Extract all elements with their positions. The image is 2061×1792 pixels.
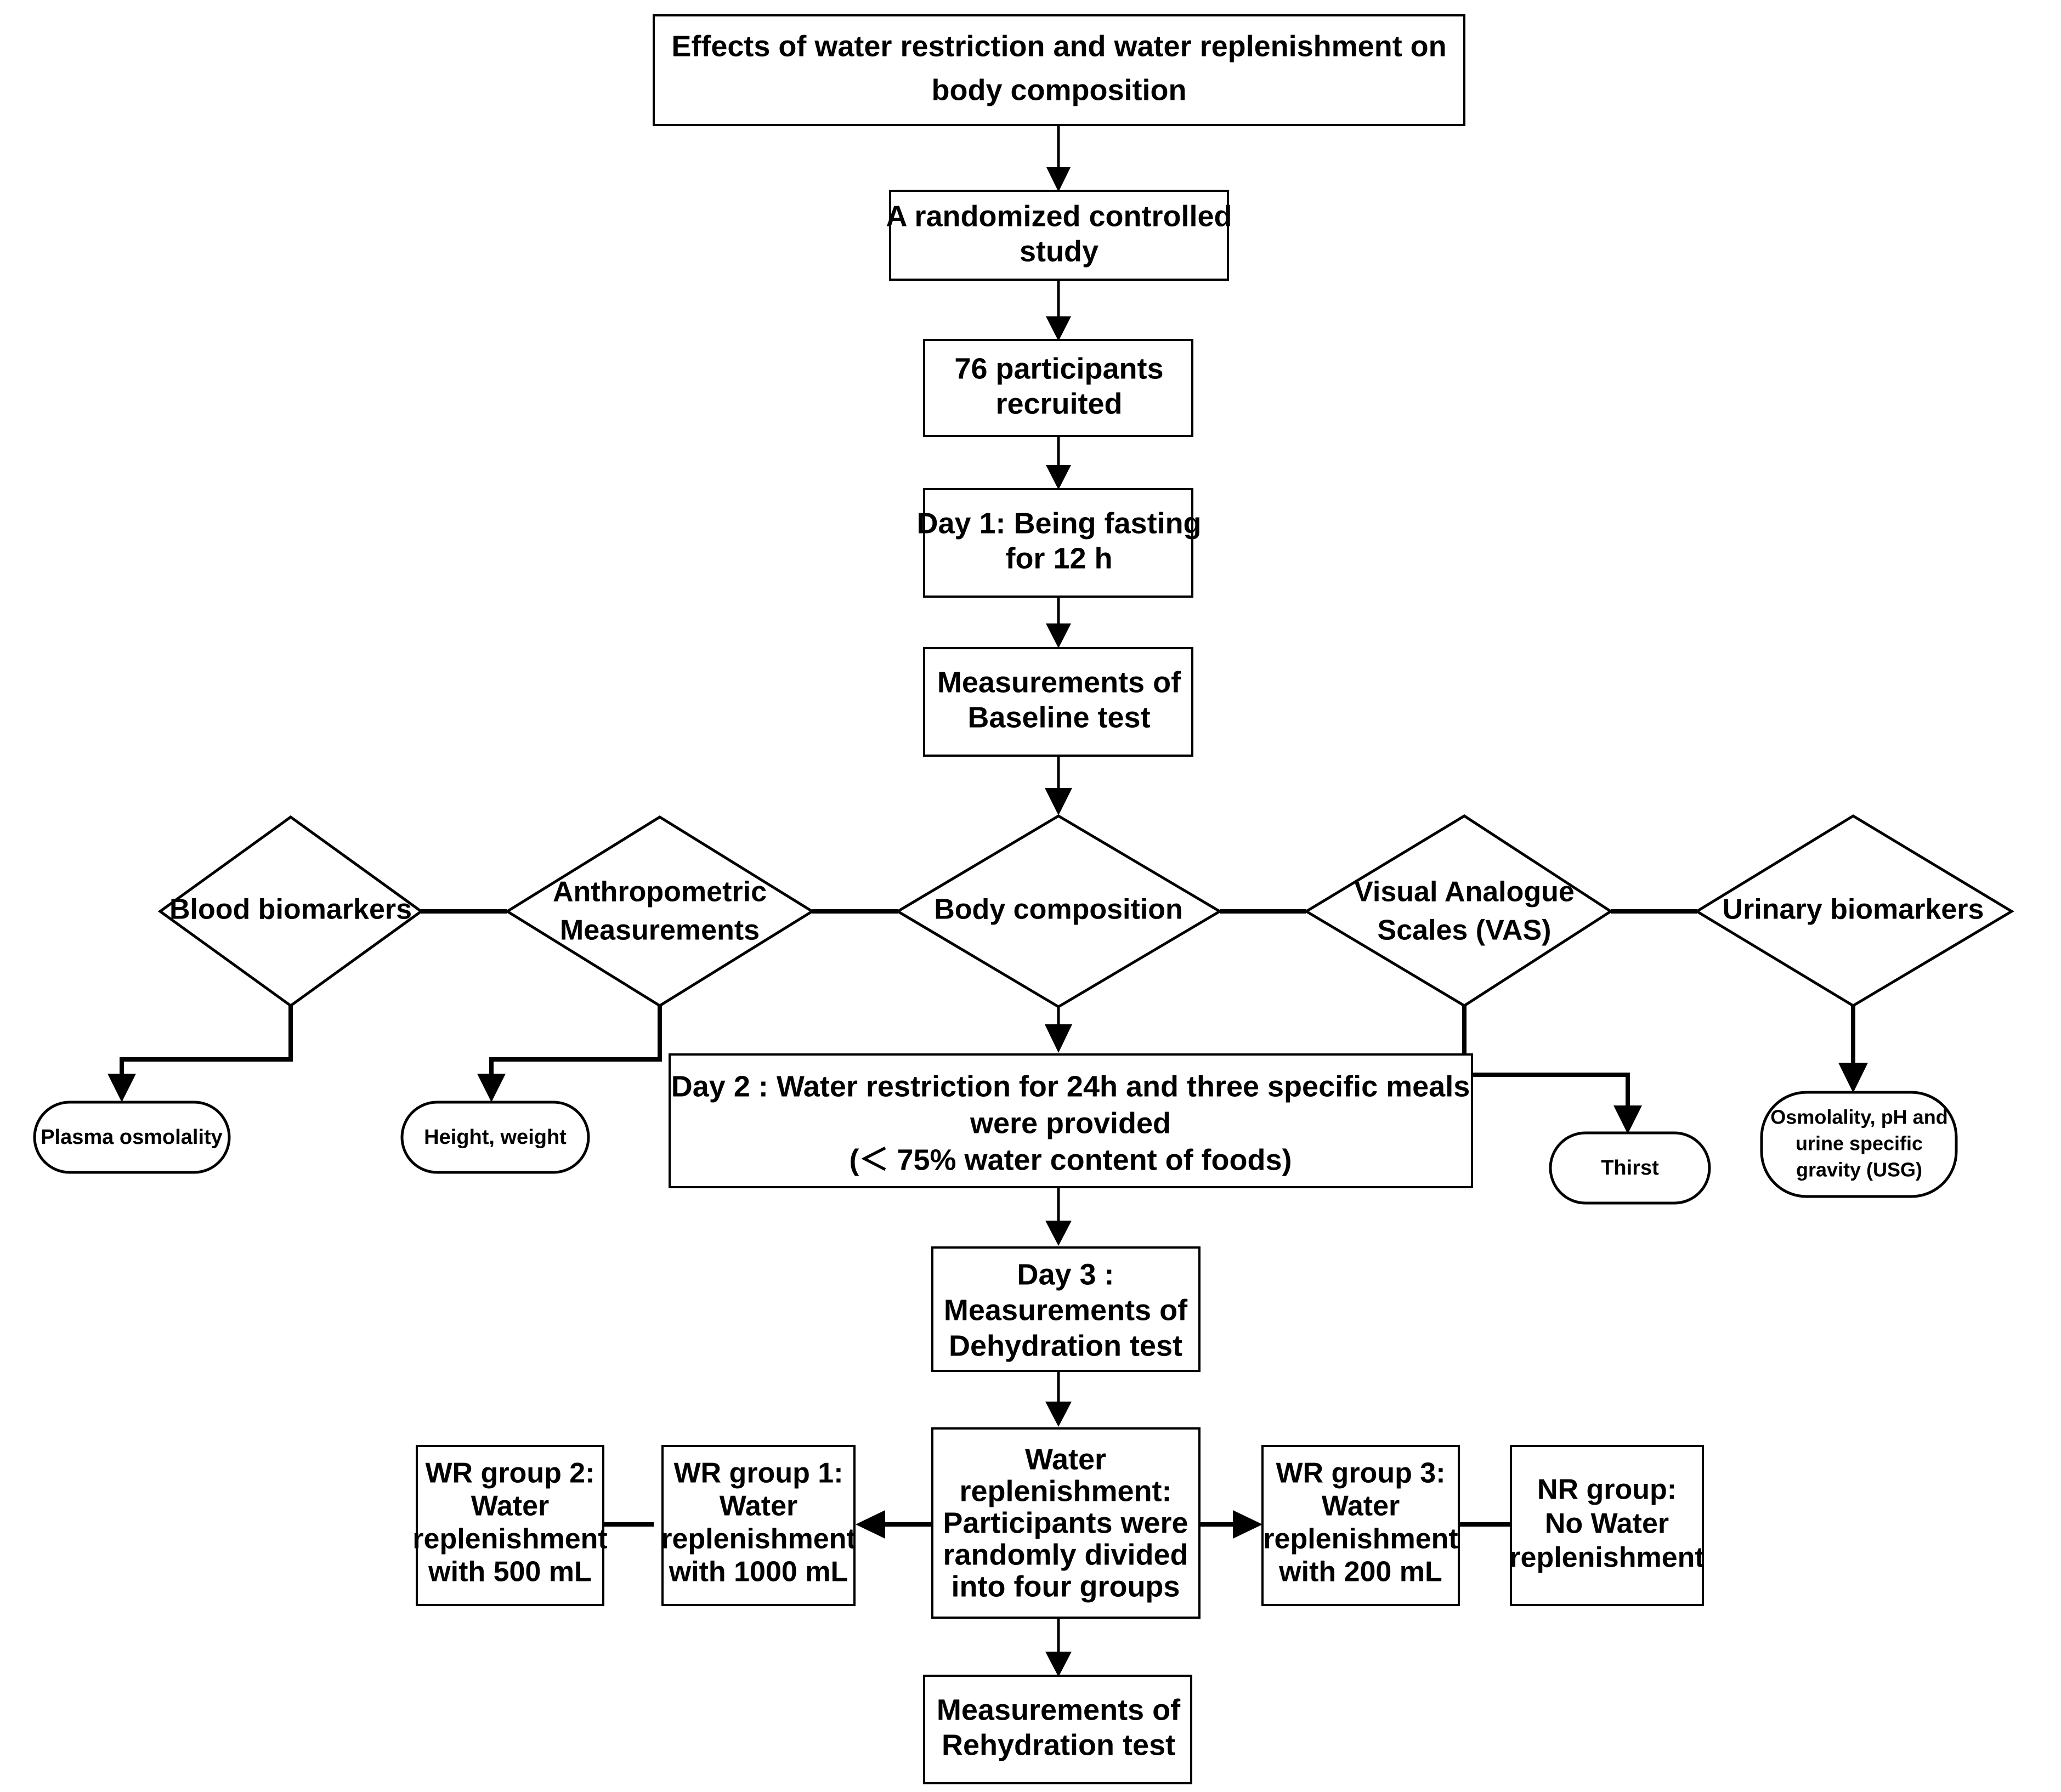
edge-title-to-randomized-study <box>1046 125 1071 192</box>
node-height-weight-line-0: Height, weight <box>424 1126 567 1149</box>
node-title-line-1: body composition <box>932 73 1187 106</box>
edge-water-replenishment-to-wr-group-1 <box>856 1510 932 1539</box>
node-randomized-study-line-1: study <box>1020 235 1099 268</box>
node-participants-line-1: recruited <box>995 387 1122 420</box>
node-wr-group-1-line-2: replenishment <box>661 1523 856 1555</box>
edge-water-replenishment-to-rehydration-test <box>1045 1618 1072 1677</box>
node-body-composition[interactable]: Body composition <box>895 814 1222 1008</box>
node-rehydration-test-line-1: Rehydration test <box>942 1728 1175 1761</box>
node-baseline-test-line-0: Measurements of <box>937 666 1181 699</box>
node-thirst-line-0: Thirst <box>1601 1156 1659 1179</box>
edge-day3-dehydration-to-water-replenishment <box>1045 1371 1072 1427</box>
node-water-replenishment-line-3: randomly divided <box>943 1538 1188 1571</box>
node-day2-restriction[interactable]: Day 2 : Water restriction for 24h and th… <box>669 1053 1473 1188</box>
node-urinary-biomarkers[interactable]: Urinary biomarkers <box>1694 814 2014 1007</box>
node-wr-group-2-line-0: WR group 2: <box>425 1458 594 1489</box>
node-wr-group-3[interactable]: WR group 3: Water replenishment with 200… <box>1261 1445 1460 1606</box>
node-participants[interactable]: 76 participants recruited <box>923 339 1193 437</box>
connector-layer <box>107 125 1868 1677</box>
node-urinary-biomarkers-line-0: Urinary biomarkers <box>1723 894 1984 926</box>
node-plasma-osmolality[interactable]: Plasma osmolality <box>33 1101 231 1174</box>
node-day2-restriction-line-2: (＜ 75% water content of foods) <box>849 1143 1292 1176</box>
node-wr-group-2-line-1: Water <box>471 1490 550 1522</box>
node-participants-line-0: 76 participants <box>954 352 1163 385</box>
node-nr-group-line-1: No Water <box>1545 1508 1669 1540</box>
node-day2-restriction-line-1: were provided <box>970 1107 1171 1139</box>
node-nr-group[interactable]: NR group: No Water replenishment <box>1509 1445 1705 1606</box>
node-visual-analogue-scales[interactable]: Visual Analogue Scales (VAS) <box>1304 814 1613 1007</box>
edge-day1-fasting-to-baseline-test <box>1046 597 1071 648</box>
node-water-replenishment-line-1: replenishment: <box>959 1475 1171 1507</box>
node-randomized-study[interactable]: A randomized controlled study <box>886 190 1232 281</box>
node-wr-group-1-line-0: WR group 1: <box>673 1458 843 1489</box>
node-rehydration-test[interactable]: Measurements of Rehydration test <box>923 1675 1192 1784</box>
node-urine-measures-line-1: urine specific <box>1796 1132 1923 1155</box>
node-visual-analogue-scales-line-0: Visual Analogue <box>1354 876 1575 908</box>
node-blood-biomarkers[interactable]: Blood biomarkers <box>157 815 424 1008</box>
node-wr-group-1-line-1: Water <box>720 1490 798 1522</box>
node-anthropometric-measurements-line-1: Measurements <box>560 915 760 946</box>
node-wr-group-2-line-2: replenishment <box>412 1523 607 1555</box>
node-day3-dehydration-line-1: Measurements of <box>944 1294 1188 1326</box>
node-baseline-test[interactable]: Measurements of Baseline test <box>923 647 1193 757</box>
node-baseline-test-line-1: Baseline test <box>967 701 1150 734</box>
node-water-replenishment[interactable]: Water replenishment: Participants were r… <box>931 1427 1201 1619</box>
node-urine-measures[interactable]: Osmolality, pH and urine specific gravit… <box>1760 1091 1958 1198</box>
node-rehydration-test-line-0: Measurements of <box>937 1693 1181 1726</box>
node-day3-dehydration[interactable]: Day 3 : Measurements of Dehydration test <box>931 1246 1201 1372</box>
node-height-weight[interactable]: Height, weight <box>400 1101 590 1174</box>
node-wr-group-3-line-3: with 200 mL <box>1278 1556 1442 1588</box>
node-urine-measures-line-0: Osmolality, pH and <box>1770 1106 1947 1128</box>
node-thirst[interactable]: Thirst <box>1549 1131 1711 1205</box>
node-wr-group-1-line-3: with 1000 mL <box>669 1556 848 1588</box>
node-wr-group-2[interactable]: WR group 2: Water replenishment with 500… <box>412 1445 608 1606</box>
node-day1-fasting-line-0: Day 1: Being fasting <box>916 507 1201 540</box>
node-wr-group-1[interactable]: WR group 1: Water replenishment with 100… <box>661 1445 856 1606</box>
node-day1-fasting[interactable]: Day 1: Being fasting for 12 h <box>916 488 1202 598</box>
edge-day2-restriction-to-day3-dehydration <box>1045 1188 1072 1246</box>
node-water-replenishment-line-4: into four groups <box>952 1570 1180 1603</box>
edge-anthropometric-measurements-to-height-weight <box>477 1006 662 1102</box>
node-wr-group-2-line-3: with 500 mL <box>428 1556 592 1588</box>
node-day3-dehydration-line-2: Dehydration test <box>949 1329 1182 1362</box>
node-visual-analogue-scales-line-1: Scales (VAS) <box>1378 915 1552 946</box>
edge-visual-analogue-scales-to-thirst <box>1462 1006 1642 1134</box>
node-water-replenishment-line-2: Participants were <box>943 1506 1188 1539</box>
node-randomized-study-line-0: A randomized controlled <box>886 200 1232 232</box>
node-water-replenishment-line-0: Water <box>1025 1443 1106 1476</box>
edge-randomized-study-to-participants <box>1046 280 1071 341</box>
node-body-composition-line-0: Body composition <box>934 894 1183 926</box>
node-day2-restriction-line-0: Day 2 : Water restriction for 24h and th… <box>671 1070 1470 1103</box>
node-blood-biomarkers-line-0: Blood biomarkers <box>169 894 412 926</box>
edge-participants-to-day1-fasting <box>1046 436 1071 490</box>
node-day1-fasting-line-1: for 12 h <box>1005 542 1112 575</box>
node-wr-group-3-line-1: Water <box>1322 1490 1400 1522</box>
node-anthropometric-measurements-line-0: Anthropometric <box>553 876 767 908</box>
node-title[interactable]: Effects of water restriction and water r… <box>653 14 1465 126</box>
edge-baseline-test-to-body-composition <box>1045 756 1072 815</box>
node-day3-dehydration-line-0: Day 3 : <box>1017 1258 1114 1291</box>
edge-urinary-biomarkers-to-urine-measures <box>1838 1003 1868 1093</box>
node-nr-group-line-2: replenishment <box>1509 1542 1704 1574</box>
node-urine-measures-line-2: gravity (USG) <box>1796 1159 1922 1181</box>
node-title-line-0: Effects of water restriction and water r… <box>671 30 1446 63</box>
edge-blood-biomarkers-to-plasma-osmolality <box>107 1006 293 1102</box>
edge-body-composition-to-day2-restriction <box>1045 1007 1072 1053</box>
node-anthropometric-measurements[interactable]: Anthropometric Measurements <box>505 815 815 1007</box>
node-wr-group-3-line-0: WR group 3: <box>1276 1458 1445 1489</box>
node-plasma-osmolality-line-0: Plasma osmolality <box>41 1126 223 1149</box>
node-nr-group-line-0: NR group: <box>1537 1474 1677 1506</box>
node-wr-group-3-line-2: replenishment <box>1263 1523 1458 1555</box>
